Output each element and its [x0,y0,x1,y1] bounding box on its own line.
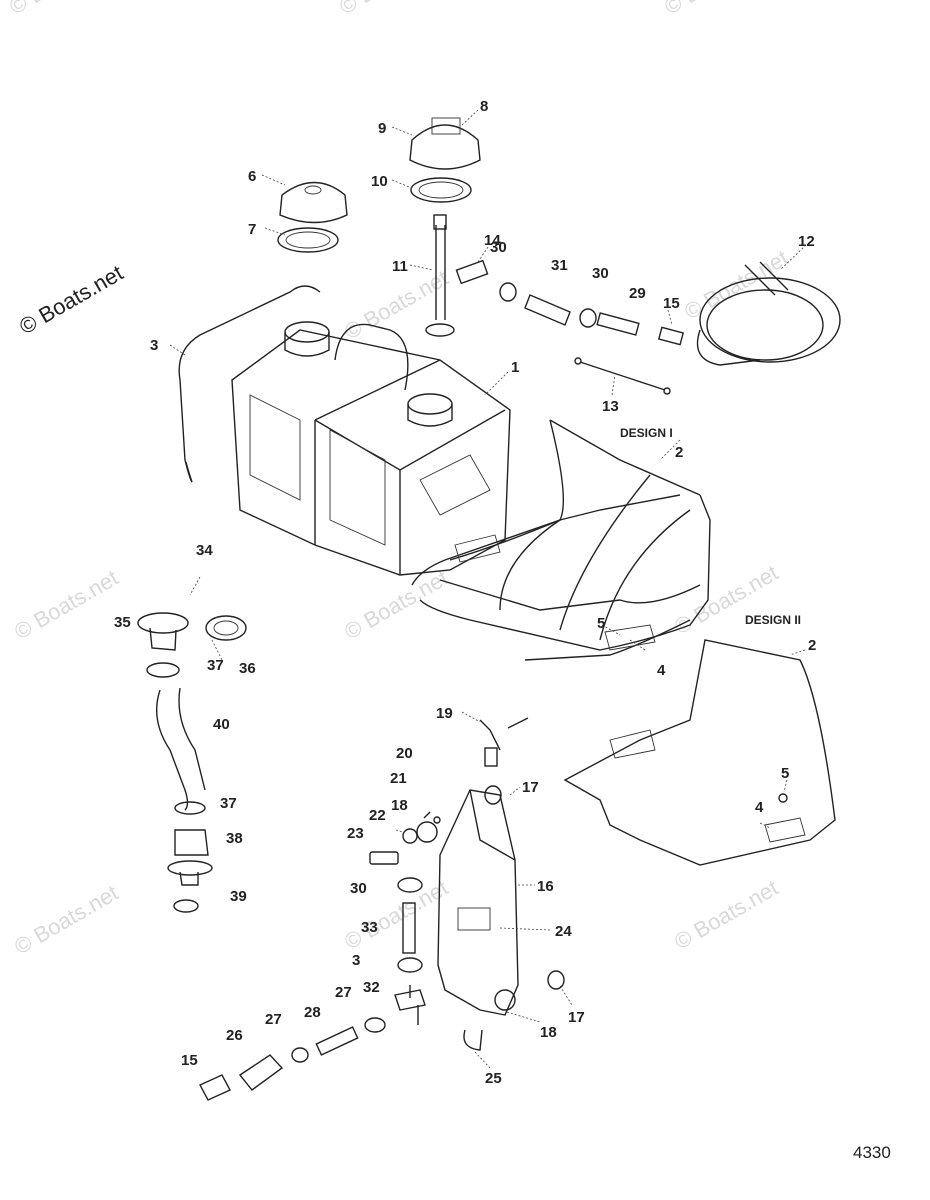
callout-14: 14 [484,232,501,249]
watermark: © Boats.net [680,245,792,324]
callout-28: 28 [304,1004,321,1021]
callout-21: 21 [390,770,407,787]
callout-8: 8 [480,98,488,115]
watermark-main: © Boats.net [15,260,127,339]
callout-1: 1 [511,359,519,376]
figure-number: 4330 [853,1143,891,1162]
callout-31: 31 [551,257,568,274]
callout-17: 17 [522,779,539,796]
callout-33: 33 [361,919,378,936]
callout-17: 17 [568,1009,585,1026]
callout-18: 18 [391,797,408,814]
callout-29: 29 [629,285,646,302]
callout-15: 15 [663,295,680,312]
callout-23: 23 [347,825,364,842]
callout-27: 27 [265,1011,282,1028]
watermark: © Boats.net [335,0,447,19]
oil-tank [402,785,565,1051]
callout-20: 20 [396,745,413,762]
watermark: © Boats.net [660,0,772,19]
tank-strap [178,285,321,483]
bracket-design-1 [411,419,711,661]
callout-24: 24 [555,923,572,940]
callout-4: 4 [657,662,666,679]
callout-5: 5 [781,765,789,782]
watermarks: © Boats.net © Boats.net © Boats.net © Bo… [5,0,792,959]
callout-34: 34 [196,542,213,559]
design-1-label: DESIGN I [620,426,673,440]
callout-30: 30 [350,880,367,897]
callout-13: 13 [602,398,619,415]
callout-26: 26 [226,1027,243,1044]
callout-36: 36 [239,660,256,677]
watermark: © Boats.net [670,560,782,639]
callout-18: 18 [540,1024,557,1041]
callout-7: 7 [248,221,256,238]
callout-2: 2 [675,444,683,461]
bracket-design-2 [563,639,836,866]
design-2-label: DESIGN II [745,613,801,627]
callout-30: 30 [592,265,609,282]
callout-4: 4 [755,799,764,816]
callout-9: 9 [378,120,386,137]
callout-38: 38 [226,830,243,847]
watermark: © Boats.net [5,0,117,19]
pickup-tube [425,214,455,337]
callout-35: 35 [114,614,131,631]
callout-32: 32 [363,979,380,996]
callout-3: 3 [150,337,158,354]
fill-deck-kit [137,612,247,913]
leader-lines [169,109,807,1069]
callout-27: 27 [335,984,352,1001]
callout-25: 25 [485,1070,502,1087]
callout-numbers: 1 2 2 3 3 4 4 5 5 6 7 8 9 10 11 12 13 14… [114,98,816,1087]
callout-5: 5 [597,615,605,632]
watermark: © Boats.net [10,565,122,644]
callout-30: 30 [490,239,507,256]
callout-37: 37 [220,795,237,812]
callout-2: 2 [808,637,816,654]
callout-11: 11 [392,258,408,275]
watermark: © Boats.net [10,880,122,959]
fuel-fittings-top [455,259,685,395]
callout-12: 12 [798,233,815,250]
callout-3: 3 [352,952,360,969]
callout-10: 10 [371,173,388,190]
watermark: © Boats.net [340,565,452,644]
fuel-tank [231,321,511,576]
watermark: © Boats.net [670,875,782,954]
callout-16: 16 [537,878,554,895]
oil-line-parts [199,717,529,1101]
callout-37: 37 [207,657,224,674]
callout-6: 6 [248,168,256,185]
fuel-hose-coil [696,261,841,366]
callout-40: 40 [213,716,230,733]
callout-39: 39 [230,888,247,905]
callout-19: 19 [436,705,453,722]
callout-15: 15 [181,1052,198,1069]
tank-caps [277,117,481,253]
callout-22: 22 [369,807,386,824]
